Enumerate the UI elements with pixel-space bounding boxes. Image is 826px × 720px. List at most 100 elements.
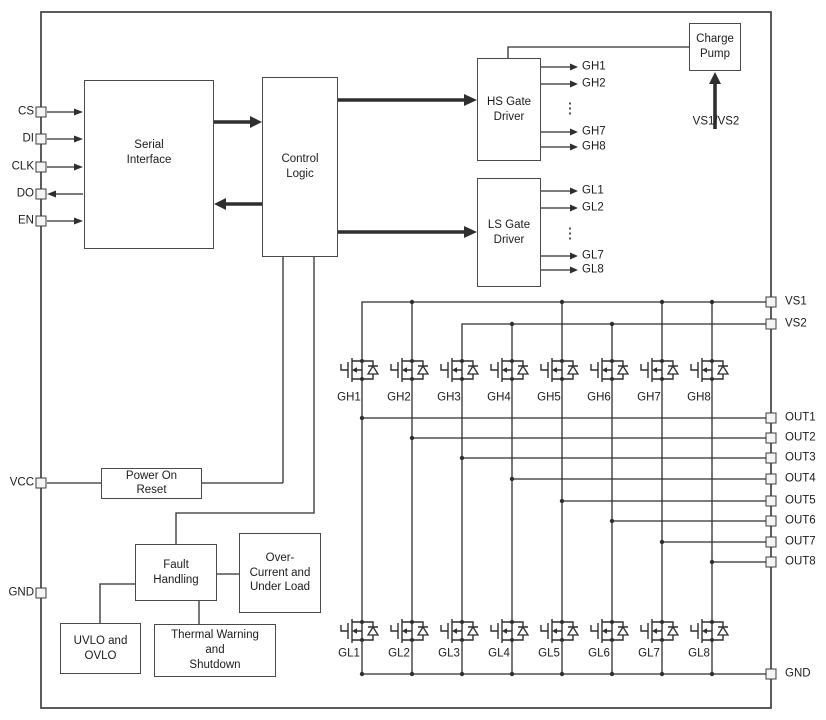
fet-label-gl2: GL2 [388,647,410,660]
fet-label-gh8: GH8 [687,391,711,404]
mosfet-with-body-diode [390,358,430,382]
hs-output-label-gh2: GH2 [582,77,606,90]
hs-output-label-gh7: GH7 [582,125,606,138]
mosfet-with-body-diode [440,358,480,382]
serial-interface-block: Serial Interface [84,80,214,249]
fet-label-gh7: GH7 [637,391,661,404]
mosfet-with-body-diode [340,358,380,382]
pin-out6 [765,515,777,527]
block-label: OVLO [84,649,117,662]
pin-label-out5: OUT5 [785,494,816,507]
pin-out8 [765,556,777,568]
block-label: Interface [126,153,172,166]
charge-pump-input-label: VS1/VS2 [692,115,740,128]
mosfet-with-body-diode [440,619,480,643]
thermal-warning-shutdown-block: Thermal Warning and Shutdown [154,624,276,677]
block-label: HS Gate [486,95,532,108]
pin-out5 [765,495,777,507]
ls-gate-driver-block: LS Gate Driver [477,178,541,287]
fet-label-gl6: GL6 [588,647,610,660]
bus-arrows [214,72,721,238]
mosfet-with-body-diode [640,358,680,382]
pin-label-di: DI [22,132,35,145]
block-label: Pump [699,48,731,60]
fet-label-gh1: GH1 [337,391,361,404]
hs-gate-driver-block: HS Gate Driver [477,58,541,161]
mosfet-with-body-diode [490,358,530,382]
pin-out7 [765,536,777,548]
hs-outputs-ellipsis: ⋮ [562,100,578,117]
block-label: Over- [265,551,295,564]
high-side-fet-array [340,358,730,382]
fet-label-gh4: GH4 [487,391,511,404]
low-side-fet-array [340,619,730,643]
junction-dots [359,299,715,677]
pin-label-out7: OUT7 [785,535,816,548]
wiring [47,46,766,675]
block-label: and [205,644,225,657]
pin-label-gnd: GND [8,586,34,599]
mosfet-with-body-diode [540,358,580,382]
fet-label-gh3: GH3 [437,391,461,404]
over-current-under-load-block: Over- Current and Under Load [239,533,321,613]
block-label: Shutdown [189,658,241,671]
pin-label-en: EN [18,214,34,227]
pin-label-out4: OUT4 [785,472,816,485]
block-label: Power On [125,469,178,482]
pin-label-cs: CS [18,105,34,118]
mosfet-with-body-diode [490,619,530,643]
fet-label-gl3: GL3 [438,647,460,660]
pin-vs2 [765,318,777,330]
block-label: Charge [696,33,734,46]
fet-label-gh2: GH2 [387,391,411,404]
ls-output-label-gl7: GL7 [582,249,604,262]
hs-output-label-gh8: GH8 [582,140,606,153]
fet-label-gh5: GH5 [537,391,561,404]
mosfet-with-body-diode [640,619,680,643]
pin-label-clk: CLK [11,160,34,173]
pin-cs [35,106,47,118]
uvlo-ovlo-block: UVLO and OVLO [60,623,141,674]
pin-label-do: DO [16,187,34,200]
mosfet-with-body-diode [690,358,730,382]
fet-label-gl4: GL4 [488,647,510,660]
pin-label-out1: OUT1 [785,411,816,424]
block-label: Control [281,153,319,166]
ls-output-label-gl2: GL2 [582,201,604,214]
pin-out3 [765,452,777,464]
pin-di [35,133,47,145]
mosfet-with-body-diode [590,619,630,643]
mosfet-with-body-diode [340,619,380,643]
block-label: Driver [493,110,525,123]
ls-output-label-gl1: GL1 [582,184,604,197]
block-label: Thermal Warning [171,629,259,642]
fet-label-gl1: GL1 [338,647,360,660]
mosfet-with-body-diode [390,619,430,643]
pin-gnd [765,668,777,680]
mosfet-with-body-diode [690,619,730,643]
mosfet-with-body-diode [540,619,580,643]
pin-do [35,188,47,200]
fet-label-gl7: GL7 [638,647,660,660]
pin-label-gnd: GND [785,667,811,680]
pin-vs1 [765,296,777,308]
block-label: Driver [493,233,525,246]
pin-clk [35,161,47,173]
fault-handling-block: Fault Handling [135,544,217,601]
fet-label-gl5: GL5 [538,647,560,660]
mosfet-with-body-diode [590,358,630,382]
block-label: LS Gate [487,218,531,231]
block-label: Handling [153,573,199,586]
pin-label-out2: OUT2 [785,431,816,444]
pin-label-vcc: VCC [9,476,34,489]
pin-en [35,215,47,227]
pin-label-out3: OUT3 [785,451,816,464]
pin-label-out6: OUT6 [785,514,816,527]
pin-label-vs2: VS2 [785,317,807,330]
fet-label-gh6: GH6 [587,391,611,404]
fet-label-gl8: GL8 [688,647,710,660]
block-label: Fault [163,558,189,571]
pin-vcc [35,477,47,489]
